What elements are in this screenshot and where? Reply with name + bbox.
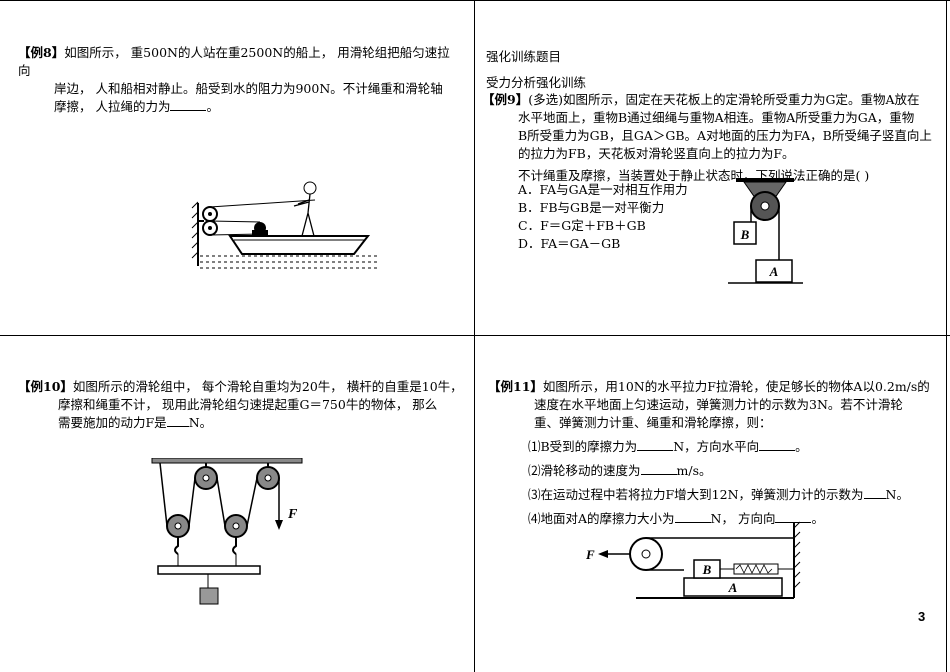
problem-8-line3b: 。 <box>206 99 219 114</box>
q4-text-b: N， 方向向 <box>710 511 776 526</box>
problem-11-line2: 速度在水平地面上匀速运动，弹簧测力计的示数为3N。若不计滑轮 <box>534 397 903 412</box>
problem-9-line2: 水平地面上，重物B通过细绳与重物A相连。重物A所受重力为GA，重物 <box>518 110 915 125</box>
problem-10-line1: 如图所示的滑轮组中， 每个滑轮自重均为20牛， 横杆的自重是10牛， <box>72 379 463 394</box>
problem-9-tag: 【例9】 <box>482 92 529 107</box>
problem-10-line3b: N。 <box>188 415 213 430</box>
option-d[interactable]: D．FA＝GA－GB <box>518 236 621 251</box>
option-a[interactable]: A．FA与GA是一对相互作用力 <box>518 182 688 197</box>
problem-8-line2: 岸边， 人和船相对静止。船受到水的阻力为900N。不计绳重和滑轮轴 <box>54 81 443 96</box>
q2-text-b: m/s。 <box>676 463 712 478</box>
block-a-label: A <box>728 580 738 595</box>
force-f-label: F <box>287 507 298 522</box>
problem-8: 【例8】如图所示， 重500N的人站在重2500N的船上， 用滑轮组把船匀速拉向… <box>18 44 458 116</box>
problem-10-tag: 【例10】 <box>18 379 73 394</box>
section-heading: 强化训练题目 受力分析强化训练 <box>486 44 926 96</box>
problem-11-line3: 重、弹簧测力计重、绳重和滑轮摩擦，则： <box>534 415 772 430</box>
option-c[interactable]: C．F＝G定＋FB＋GB <box>518 218 646 233</box>
answer-blank[interactable] <box>674 510 711 523</box>
block-a-label: A <box>769 264 779 279</box>
heading-force-analysis: 受力分析强化训练 <box>486 75 587 90</box>
answer-blank[interactable] <box>759 438 796 451</box>
q2-text: ⑵滑轮移动的速度为 <box>528 463 641 478</box>
problem-9: 【例9】(多选)如图所示，固定在天花板上的定滑轮所受重力为G定。重物A放在 水平… <box>482 91 937 185</box>
frame-top-border <box>0 0 950 1</box>
q1-text-c: 。 <box>795 439 808 454</box>
boat-pulley-figure <box>191 181 378 269</box>
problem-8-line1: 如图所示， 重500N的人站在重2500N的船上， 用滑轮组把船匀速拉向 <box>18 45 450 78</box>
answer-blank[interactable] <box>863 486 886 499</box>
problem-9-options: A．FA与GA是一对相互作用力 B．FB与GB是一对平衡力 C．F＝G定＋FB＋… <box>518 181 688 253</box>
page-number: 3 <box>918 609 926 624</box>
problem-8-tag: 【例8】 <box>18 45 65 60</box>
problem-8-line3a: 摩擦， 人拉绳的力为 <box>54 99 171 114</box>
problem-9-line4: 的拉力为FB，天花板对滑轮竖直向上的拉力为F。 <box>518 146 795 161</box>
q4-text: ⑷地面对A的摩擦力大小为 <box>528 511 675 526</box>
answer-blank[interactable] <box>640 462 677 475</box>
horizontal-divider <box>0 335 950 336</box>
problem-11-line1: 如图所示，用10N的水平拉力F拉滑轮，使足够长的物体A以0.2m/s的 <box>542 379 930 394</box>
fixed-pulley-figure: B A <box>728 178 803 284</box>
vertical-divider <box>474 0 475 672</box>
problem-9-line3: B所受重力为GB，且GA＞GB。A对地面的压力为FA，B所受绳子竖直向上 <box>518 128 932 143</box>
problem-9-line1: (多选)如图所示，固定在天花板上的定滑轮所受重力为G定。重物A放在 <box>528 92 920 107</box>
force-f-label: F <box>586 547 595 562</box>
frame-right-border <box>946 0 947 672</box>
problem-10-line2: 摩擦和绳重不计， 现用此滑轮组匀速提起重G＝750牛的物体， 那么 <box>58 397 438 412</box>
q1-text: ⑴B受到的摩擦力为 <box>528 439 638 454</box>
answer-blank[interactable] <box>166 414 189 427</box>
answer-blank[interactable] <box>637 438 674 451</box>
q4-text-c: 。 <box>811 511 824 526</box>
pulley-system-figure: F <box>151 458 303 605</box>
q3-text-b: N。 <box>885 487 909 502</box>
problem-10: 【例10】如图所示的滑轮组中， 每个滑轮自重均为20牛， 横杆的自重是10牛， … <box>18 378 463 432</box>
q3-text: ⑶在运动过程中若将拉力F增大到12N，弹簧测力计的示数为 <box>528 487 864 502</box>
option-b[interactable]: B．FB与GB是一对平衡力 <box>518 200 665 215</box>
heading-training: 强化训练题目 <box>486 49 562 64</box>
problem-10-line3a: 需要施加的动力F是 <box>58 415 167 430</box>
block-b-label: B <box>740 227 750 242</box>
answer-blank[interactable] <box>170 98 207 111</box>
q1-text-b: N，方向水平向 <box>673 439 760 454</box>
problem-11-tag: 【例11】 <box>488 379 543 394</box>
spring-scale-figure: F A B <box>586 521 801 599</box>
problem-11: 【例11】如图所示，用10N的水平拉力F拉滑轮，使足够长的物体A以0.2m/s的… <box>488 378 938 528</box>
block-b-label: B <box>702 562 712 577</box>
